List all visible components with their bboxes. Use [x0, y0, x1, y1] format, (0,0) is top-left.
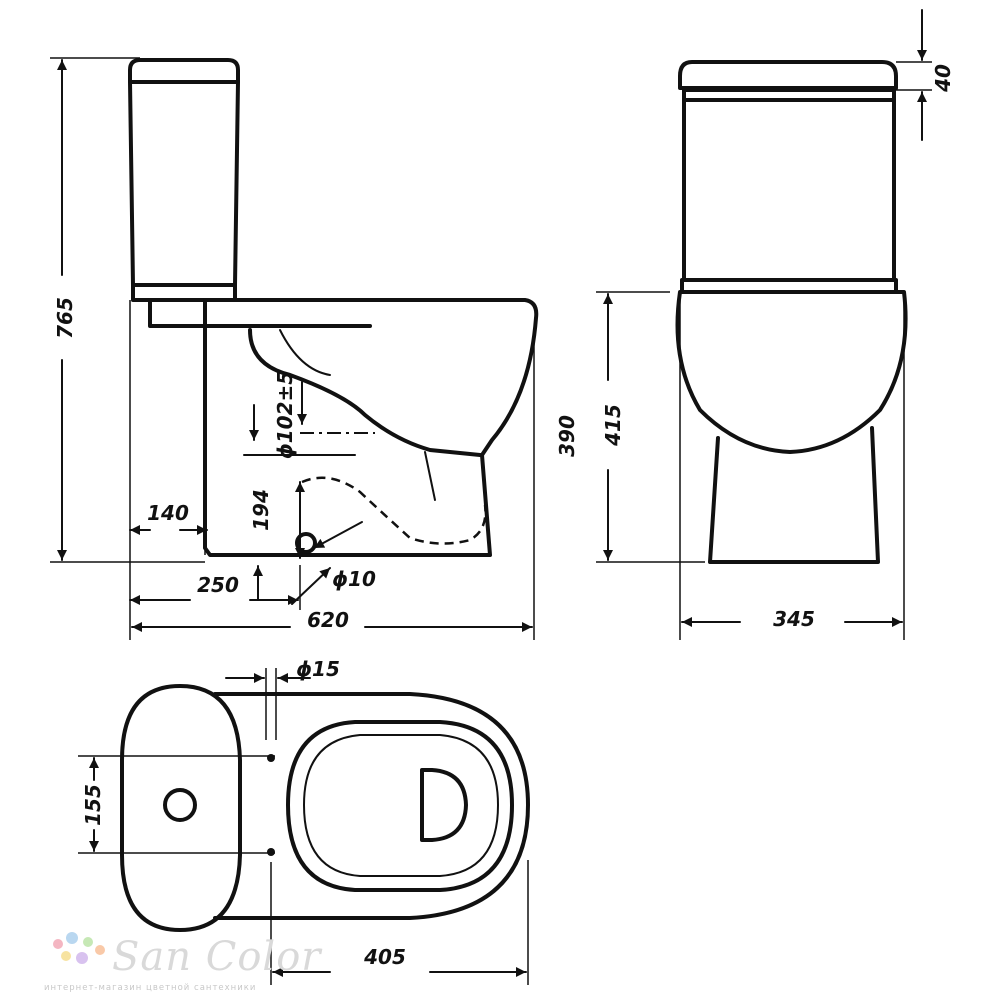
front-dimensions: 40 415 345	[596, 9, 955, 640]
dim-wall-offset: 140	[147, 501, 189, 525]
front-view	[675, 60, 908, 564]
dim-inlet-height: 194	[249, 489, 273, 531]
dim-bowl-length: 405	[363, 945, 406, 969]
dim-overall-width: 345	[773, 607, 815, 631]
watermark-logo: San Color интернет-магазин цветной санте…	[44, 932, 323, 993]
top-seat	[286, 720, 514, 892]
front-bowl	[675, 290, 908, 454]
side-pan	[203, 298, 539, 557]
dim-outlet-diameter: ϕ102±5	[273, 371, 297, 459]
dim-pan-height: 390	[555, 415, 579, 457]
top-outlet	[420, 768, 468, 842]
side-cistern	[128, 58, 240, 84]
top-pan	[213, 692, 530, 920]
top-dimensions: ϕ15 155 405	[78, 657, 529, 985]
dim-fixing-hole: ϕ10	[332, 567, 376, 591]
logo-dots	[53, 932, 105, 964]
side-view	[128, 58, 539, 557]
dim-fixing-offset: 250	[197, 573, 239, 597]
front-cistern	[678, 60, 898, 90]
dim-seat-height: 415	[601, 404, 625, 447]
side-dimensions: 765 140 194 ϕ102±5 250 ϕ10 620 390	[50, 57, 579, 640]
logo-dot	[66, 932, 78, 944]
logo-dot	[61, 951, 71, 961]
dim-hole-spacing: 155	[81, 784, 105, 826]
dim-tank-hole: ϕ15	[296, 657, 340, 681]
tank-hole-icon	[163, 788, 197, 822]
logo-dot	[83, 937, 93, 947]
logo-dot	[53, 939, 63, 949]
logo-dot	[95, 945, 105, 955]
dim-overall-height: 765	[53, 297, 77, 339]
bolt-hole-bottom-icon	[267, 848, 275, 856]
logo-dot	[76, 952, 88, 964]
top-view	[120, 684, 530, 932]
bolt-hole-top-icon	[267, 754, 275, 762]
top-cistern	[120, 684, 242, 932]
logo-brand: San Color	[112, 934, 323, 980]
logo-tagline: интернет-магазин цветной сантехники	[44, 983, 256, 993]
dim-overall-length: 620	[307, 608, 349, 632]
dim-lid-thickness: 40	[931, 64, 955, 93]
